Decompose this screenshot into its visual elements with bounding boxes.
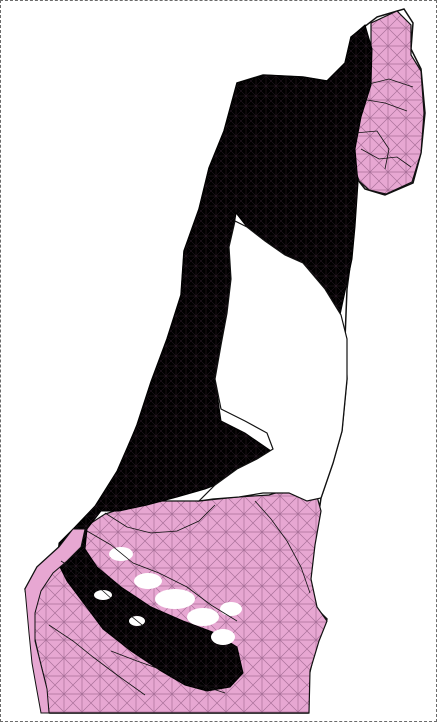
boundary-line-5 xyxy=(104,504,216,534)
western-pink-strip xyxy=(24,528,86,714)
white-hole-3 xyxy=(155,589,195,609)
boundary-lines xyxy=(48,78,414,696)
white-hole-1 xyxy=(109,547,133,561)
boundary-line-8 xyxy=(254,500,311,594)
white-hole-5 xyxy=(211,629,235,645)
white-hole-7 xyxy=(94,590,112,600)
white-hole-6 xyxy=(220,602,242,616)
boundary-line-1 xyxy=(354,130,390,170)
boundary-line-2 xyxy=(360,148,412,168)
boundary-line-10 xyxy=(48,624,146,696)
boundary-line-7 xyxy=(60,560,214,684)
white-hole-2 xyxy=(134,573,162,589)
boundary-line-3 xyxy=(364,78,414,88)
white-hole-4 xyxy=(187,608,219,626)
boundary-line-9 xyxy=(110,650,226,694)
boundary-line-6 xyxy=(86,530,238,622)
boundary-line-4 xyxy=(360,98,408,112)
central-white-region xyxy=(197,220,348,502)
dense-central-region xyxy=(56,24,373,692)
